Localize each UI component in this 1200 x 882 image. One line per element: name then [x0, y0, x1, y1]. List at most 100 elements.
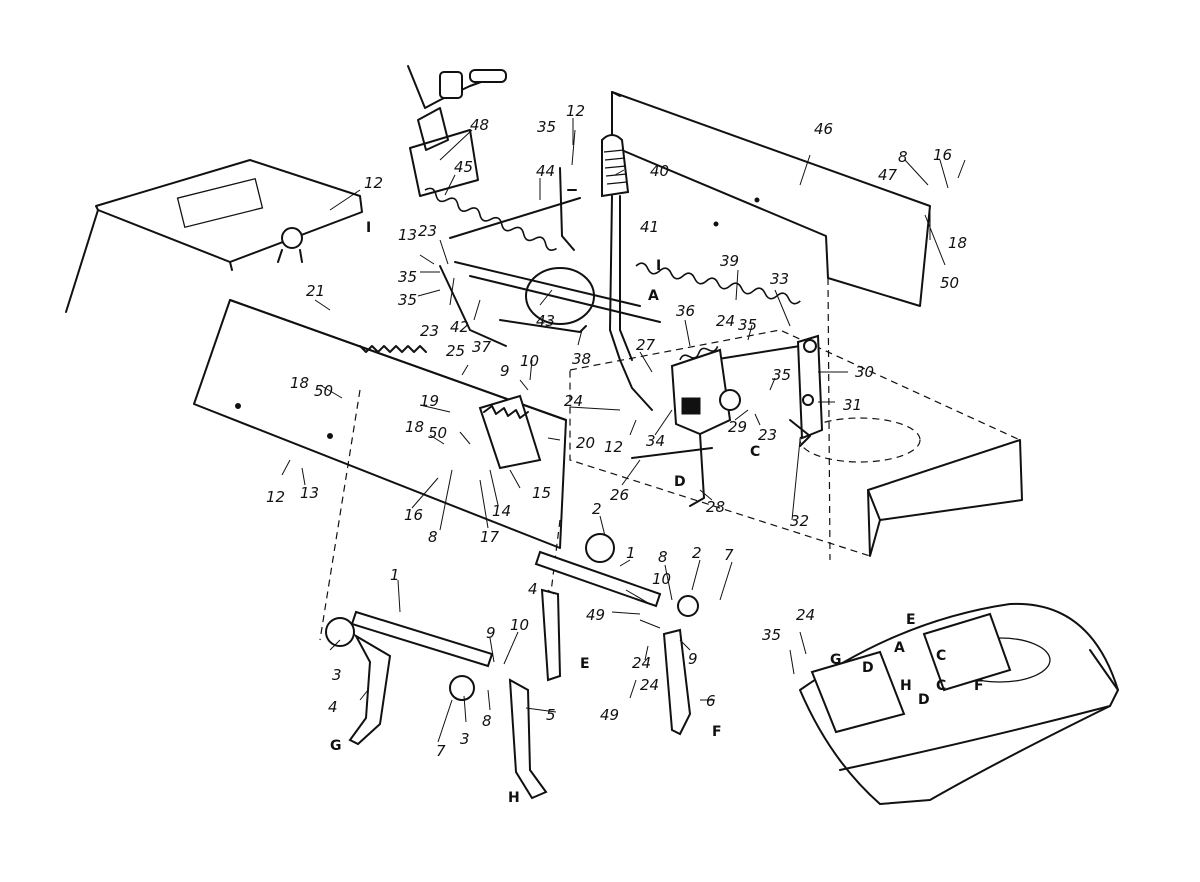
- callout-49-b: 49: [600, 706, 619, 724]
- ref-A-deck: A: [894, 640, 905, 656]
- ref-F-deck: F: [974, 678, 984, 694]
- callout-48: 48: [470, 116, 489, 134]
- callout-2-b: 2: [692, 544, 702, 562]
- callout-14: 14: [492, 502, 511, 520]
- dashboard-plate: [65, 159, 363, 313]
- callout-24-deck: 24: [796, 606, 815, 624]
- callout-24-top: 24: [716, 312, 735, 330]
- ref-A: A: [648, 288, 659, 304]
- callout-46: 46: [814, 120, 833, 138]
- callout-15: 15: [532, 484, 551, 502]
- callout-29: 29: [728, 418, 747, 436]
- callout-10-b: 10: [652, 570, 671, 588]
- callout-34: 34: [646, 432, 665, 450]
- callout-50-b: 50: [428, 424, 447, 442]
- callout-35-d: 35: [772, 366, 791, 384]
- callout-21: 21: [306, 282, 325, 300]
- callout-31: 31: [843, 396, 862, 414]
- callout-40: 40: [650, 162, 669, 180]
- callout-49-a: 49: [586, 606, 605, 624]
- ref-H-deck: H: [900, 678, 912, 694]
- callout-9-c: 9: [688, 650, 698, 668]
- callout-50: 50: [940, 274, 959, 292]
- ref-D-deck-b: D: [918, 692, 930, 708]
- callout-32: 32: [790, 512, 809, 530]
- callout-8-bottom: 8: [482, 712, 492, 730]
- ref-H: H: [508, 790, 520, 806]
- ref-I-spring: I: [656, 258, 661, 274]
- callout-45: 45: [454, 158, 473, 176]
- callout-16-low: 16: [404, 506, 423, 524]
- callout-2-a: 2: [592, 500, 602, 518]
- callout-36: 36: [676, 302, 695, 320]
- callout-42: 42: [450, 318, 469, 336]
- ref-E: E: [580, 656, 590, 672]
- callout-3-b: 3: [460, 730, 470, 748]
- linkage-rods: [439, 167, 801, 459]
- callout-9-b: 9: [486, 624, 496, 642]
- callout-3-a: 3: [332, 666, 342, 684]
- callout-47: 47: [878, 166, 898, 184]
- callout-24-low-b: 24: [640, 676, 659, 694]
- steering-assembly: [407, 65, 507, 197]
- callout-4-a: 4: [528, 580, 538, 598]
- callout-24-mid: 24: [564, 392, 583, 410]
- callout-18-b: 18: [405, 418, 424, 436]
- callout-4-b: 4: [328, 698, 338, 716]
- callout-5: 5: [546, 706, 556, 724]
- callout-16: 16: [933, 146, 952, 164]
- callout-35: 35: [537, 118, 556, 136]
- lower-linkage: [325, 533, 699, 800]
- callout-41: 41: [640, 218, 659, 236]
- callout-7-a: 7: [724, 546, 734, 564]
- center-bracket: [670, 348, 741, 507]
- callout-25: 25: [446, 342, 465, 360]
- callout-18: 18: [948, 234, 967, 252]
- ref-G: G: [330, 738, 342, 754]
- callout-12-mid: 12: [604, 438, 623, 456]
- callout-44: 44: [536, 162, 555, 180]
- right-lift-lever: [789, 334, 824, 447]
- callout-30: 30: [855, 363, 874, 381]
- ref-G-deck: G: [830, 652, 842, 668]
- callout-35-c: 35: [738, 316, 757, 334]
- callout-labels: 48 45 44 35 12 40 41 46 8 16 47 18 50 12…: [266, 102, 967, 760]
- ref-C: C: [750, 444, 760, 460]
- callout-8-low: 8: [428, 528, 438, 546]
- callout-13: 13: [398, 226, 417, 244]
- ref-C-deck-b: C: [936, 678, 946, 694]
- callout-1-b: 1: [390, 566, 400, 584]
- callout-13-low: 13: [300, 484, 319, 502]
- callout-23-right: 23: [758, 426, 777, 444]
- callout-20: 20: [576, 434, 595, 452]
- ref-I-dash: I: [366, 220, 371, 236]
- callout-43: 43: [536, 312, 555, 330]
- callout-7-b: 7: [436, 742, 446, 760]
- callout-35-a: 35: [398, 268, 417, 286]
- callout-37: 37: [472, 338, 492, 356]
- callout-38: 38: [572, 350, 591, 368]
- mower-deck: [799, 602, 1119, 805]
- callout-18-a: 18: [290, 374, 309, 392]
- callout-12-left: 12: [364, 174, 383, 192]
- callout-27: 27: [636, 336, 656, 354]
- callout-28: 28: [706, 498, 725, 516]
- ref-E-deck: E: [906, 612, 916, 628]
- callout-35-deck: 35: [762, 626, 781, 644]
- ref-D-deck: D: [862, 660, 874, 676]
- reference-letters: I I A C D E F G H E A C G D H D C F: [330, 220, 984, 806]
- callout-24-low: 24: [632, 654, 651, 672]
- callout-12: 12: [566, 102, 585, 120]
- callout-10-a: 10: [520, 352, 539, 370]
- callout-9-a: 9: [500, 362, 510, 380]
- sector-gear: [478, 394, 542, 470]
- callout-33: 33: [770, 270, 789, 288]
- callout-1-a: 1: [626, 544, 636, 562]
- springs: [424, 187, 801, 361]
- callout-19: 19: [420, 392, 439, 410]
- ref-D: D: [674, 474, 686, 490]
- callout-26: 26: [610, 486, 629, 504]
- callout-50-a: 50: [314, 382, 333, 400]
- callout-23-top: 23: [418, 222, 437, 240]
